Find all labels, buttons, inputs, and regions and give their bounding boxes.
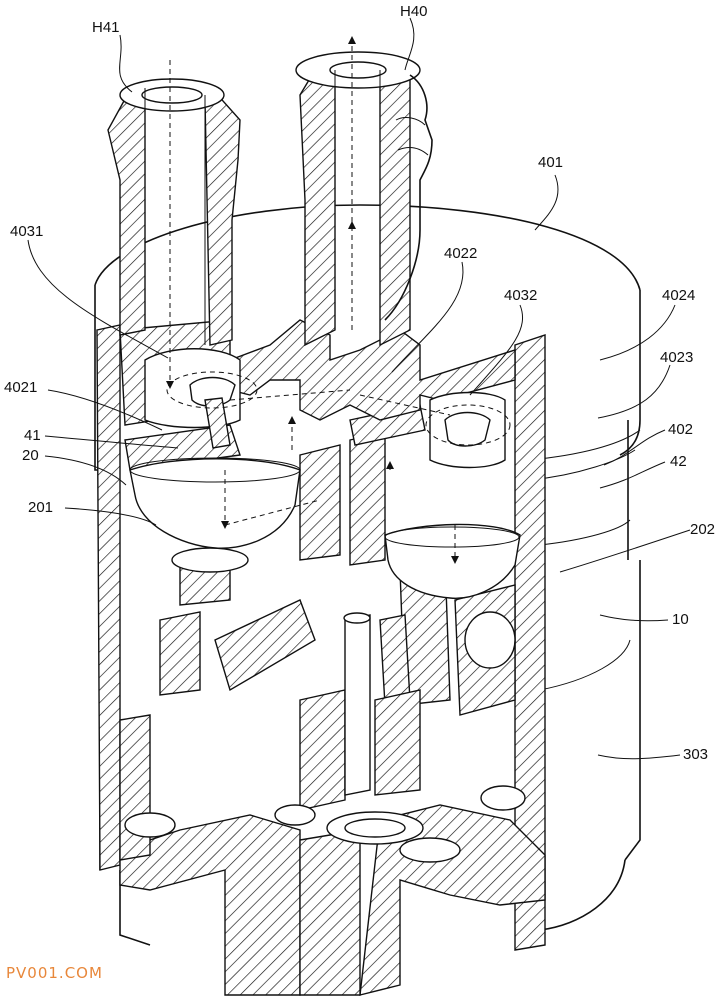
label-4023: 4023 — [660, 349, 693, 366]
label-10: 10 — [672, 611, 689, 628]
label-h40: H40 — [400, 3, 428, 20]
lower-ports — [124, 611, 526, 863]
reference-labels: H41 H40 401 4031 4022 4032 4024 4021 402… — [4, 3, 715, 763]
label-4032: 4032 — [504, 287, 537, 304]
label-h41: H41 — [92, 19, 120, 36]
label-4021: 4021 — [4, 379, 37, 396]
port-h41 — [107, 78, 241, 346]
check-valve-left — [166, 371, 258, 449]
center-piston — [326, 612, 424, 845]
label-202: 202 — [690, 521, 715, 538]
label-4024: 4024 — [662, 287, 695, 304]
flow-arrows — [166, 36, 459, 564]
label-42: 42 — [670, 453, 687, 470]
leader-lines — [27, 17, 691, 760]
label-20: 20 — [22, 447, 39, 464]
check-valve-right — [425, 404, 511, 447]
label-401: 401 — [538, 154, 563, 171]
watermark: PV001.COM — [6, 964, 103, 982]
diaphragm-201 — [129, 457, 301, 573]
label-4031: 4031 — [10, 223, 43, 240]
label-303: 303 — [683, 746, 708, 763]
label-41: 41 — [24, 427, 41, 444]
label-4022: 4022 — [444, 245, 477, 262]
port-h40 — [295, 51, 433, 347]
label-201: 201 — [28, 499, 53, 516]
label-402: 402 — [668, 421, 693, 438]
